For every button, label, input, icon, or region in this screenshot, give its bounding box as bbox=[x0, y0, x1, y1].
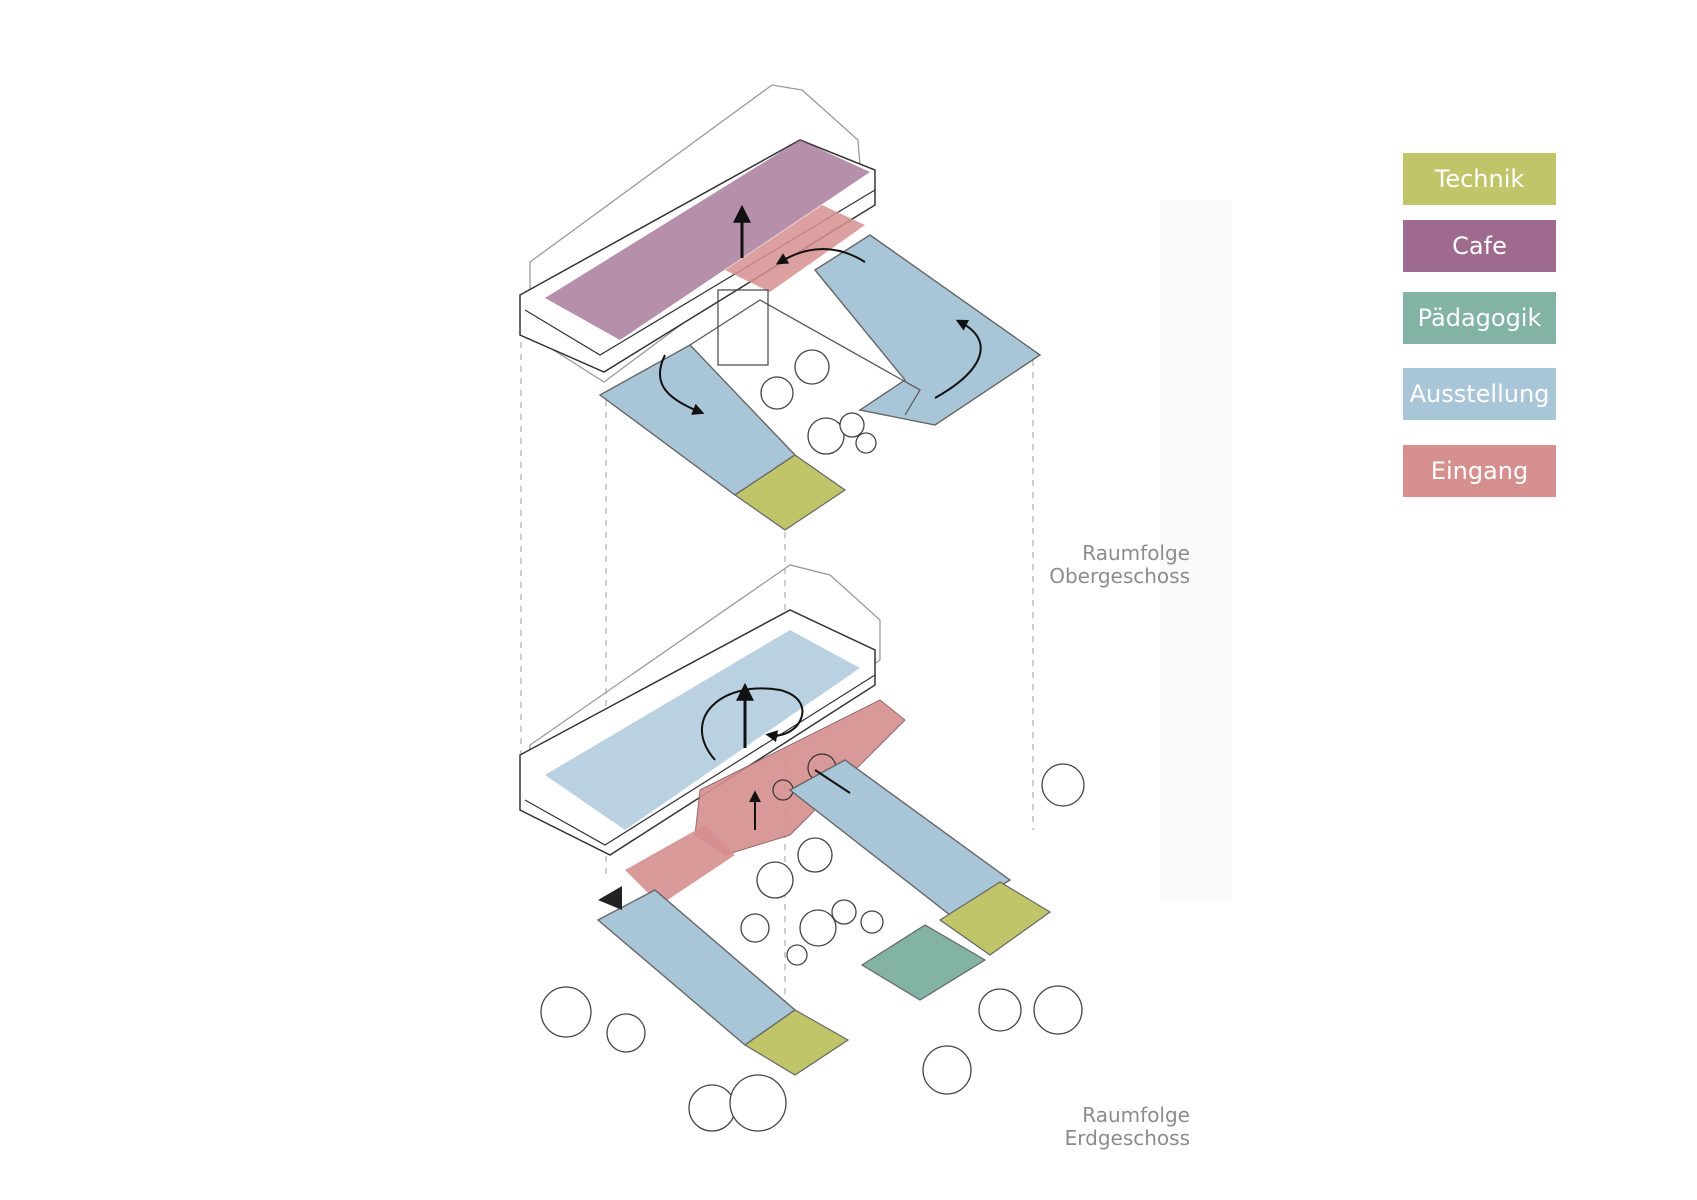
legend-cafe: Cafe bbox=[1403, 220, 1556, 272]
upper-entrance-zone bbox=[725, 205, 865, 292]
upper-stair-core bbox=[717, 289, 769, 366]
upper-floor bbox=[519, 84, 1042, 531]
paper-edge bbox=[1160, 200, 1232, 900]
lower-floor bbox=[519, 564, 1085, 1132]
upper-technik-zone bbox=[733, 454, 847, 531]
legend-technik: Technik bbox=[1403, 153, 1556, 205]
lower-trees-outside bbox=[540, 763, 1085, 1132]
lower-trees-courtyard bbox=[740, 837, 884, 966]
caption-upper-line1: Raumfolge bbox=[1082, 541, 1190, 565]
caption-lower-line1: Raumfolge bbox=[1082, 1103, 1190, 1127]
lower-entry-marker bbox=[598, 886, 622, 910]
caption-upper-floor: Raumfolge Obergeschoss bbox=[1049, 542, 1190, 588]
lower-technik-right bbox=[938, 881, 1052, 956]
upper-trees bbox=[760, 349, 877, 455]
upper-arrow-top bbox=[775, 248, 866, 265]
lower-arrow-loop bbox=[701, 687, 804, 761]
legend-eingang: Eingang bbox=[1403, 445, 1556, 497]
lower-technik-left bbox=[743, 1009, 850, 1076]
lower-entrance-front bbox=[625, 825, 735, 905]
upper-left-wing bbox=[598, 344, 797, 496]
caption-upper-line2: Obergeschoss bbox=[1049, 564, 1190, 588]
legend-paedagogik: Pädagogik bbox=[1403, 292, 1556, 344]
lower-arrow-bridge bbox=[814, 769, 851, 794]
legend-ausstellung: Ausstellung bbox=[1403, 368, 1556, 420]
upper-courtyard-edge bbox=[689, 299, 921, 416]
lower-paedagogik-zone bbox=[860, 924, 987, 1001]
lower-right-wing bbox=[788, 759, 1012, 916]
caption-lower-floor: Raumfolge Erdgeschoss bbox=[1065, 1104, 1190, 1150]
upper-right-wing bbox=[813, 234, 1042, 426]
caption-lower-line2: Erdgeschoss bbox=[1064, 1126, 1190, 1150]
lower-window-row bbox=[524, 674, 876, 846]
upper-cafe-zone bbox=[545, 140, 870, 340]
upper-arrow-right bbox=[934, 319, 982, 399]
upper-arrow-left bbox=[659, 354, 705, 415]
